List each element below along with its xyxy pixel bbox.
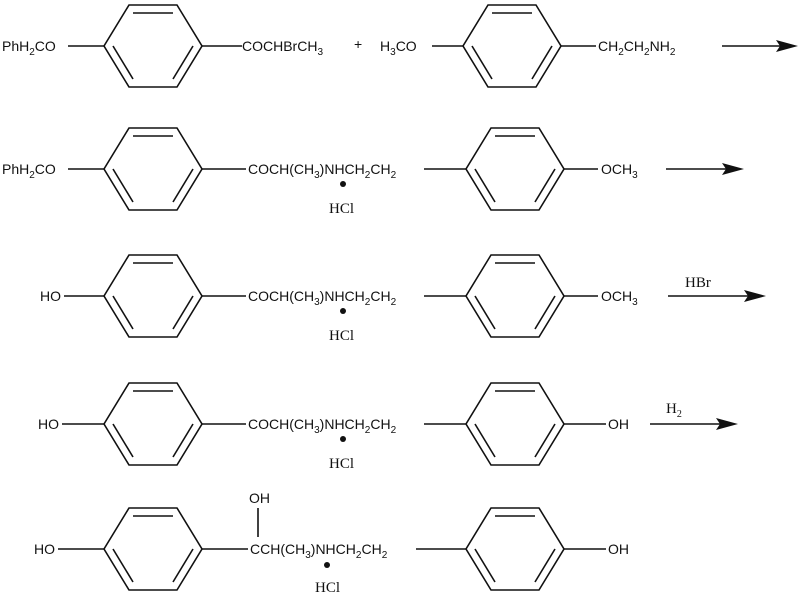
salt-dot	[340, 181, 346, 187]
methoxy-label: H3CO	[380, 38, 417, 58]
reagent-label: HBr	[685, 275, 711, 291]
benzene-ring	[462, 4, 562, 88]
plus-sign: +	[354, 36, 362, 52]
benzene-ring	[103, 127, 203, 211]
benzene-ring	[103, 507, 203, 591]
hcl-label: HCl	[329, 456, 354, 472]
hydroxy-label: HO	[38, 416, 59, 432]
hcl-label: HCl	[329, 201, 354, 217]
row-3-phenol-hcl: HO COCH(CH3)NHCH2CH2 HCl OCH3 HBr	[40, 254, 766, 344]
benzene-ring	[103, 254, 203, 338]
reaction-arrow	[666, 163, 744, 175]
side-chain-label: CCH(CH3)NHCH2CH2	[250, 541, 388, 561]
benzene-ring	[465, 382, 565, 466]
benzene-ring	[465, 127, 565, 211]
hydroxy-label: OH	[608, 416, 629, 432]
hydroxy-label: OH	[608, 541, 629, 557]
methoxy-label: OCH3	[601, 288, 638, 308]
hcl-label: HCl	[329, 328, 354, 344]
ethylamine-label: CH2CH2NH2	[598, 38, 676, 58]
side-chain-label: COCH(CH3)NHCH2CH2	[248, 288, 397, 308]
row-2-aminoketone-hcl: PhH2CO COCH(CH3)NHCH2CH2 HCl OCH3	[2, 127, 744, 217]
reaction-arrow	[668, 290, 766, 302]
hydroxy-label: HO	[40, 288, 61, 304]
benzene-ring	[465, 507, 565, 591]
row-5-final-product: HO OH CCH(CH3)NHCH2CH2 HCl OH	[34, 490, 629, 594]
benzyloxy-label: PhH2CO	[2, 161, 56, 181]
hcl-label: HCl	[315, 580, 340, 594]
salt-dot	[324, 562, 330, 568]
methoxy-label: OCH3	[601, 161, 638, 181]
reaction-arrow	[722, 40, 798, 52]
side-chain-label: COCH(CH3)NHCH2CH2	[248, 161, 397, 181]
benzyloxy-label: PhH2CO	[2, 38, 56, 58]
side-chain-label: COCH(CH3)NHCH2CH2	[248, 416, 397, 436]
row-4-diphenol-hcl: HO COCH(CH3)NHCH2CH2 HCl OH H2	[38, 382, 738, 472]
row-1-starting-materials: PhH2CO COCHBrCH3 + H3CO CH2CH2NH2	[2, 4, 798, 88]
benzene-ring	[103, 4, 203, 88]
salt-dot	[340, 308, 346, 314]
salt-dot	[340, 436, 346, 442]
hydroxy-label: HO	[34, 541, 55, 557]
bromopropanone-label: COCHBrCH3	[242, 38, 323, 58]
secondary-hydroxy-label: OH	[249, 490, 270, 506]
reaction-arrow	[650, 418, 738, 430]
benzene-ring	[465, 254, 565, 338]
reagent-label: H2	[666, 401, 682, 420]
benzene-ring	[103, 382, 203, 466]
